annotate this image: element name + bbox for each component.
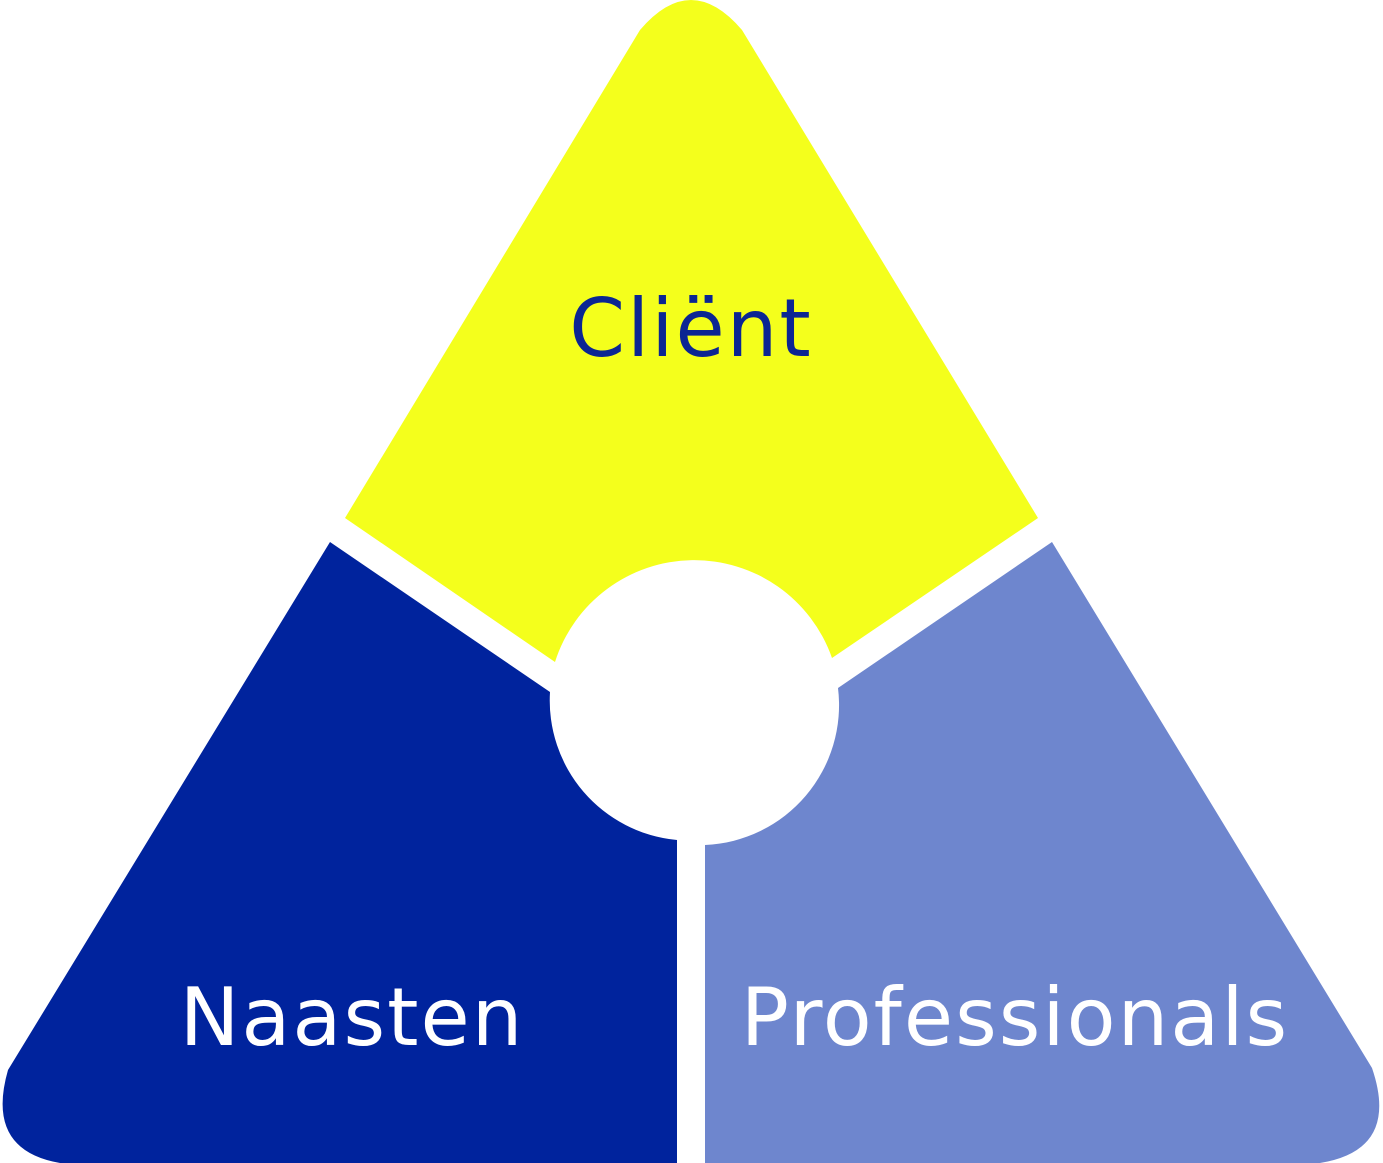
label-client: Cliënt: [569, 282, 813, 375]
segment-professionals: [705, 542, 1380, 1163]
segment-naasten: [2, 542, 677, 1163]
label-professionals: Professionals: [741, 971, 1289, 1064]
label-naasten: Naasten: [180, 971, 525, 1064]
segment-client: [345, 0, 1038, 662]
